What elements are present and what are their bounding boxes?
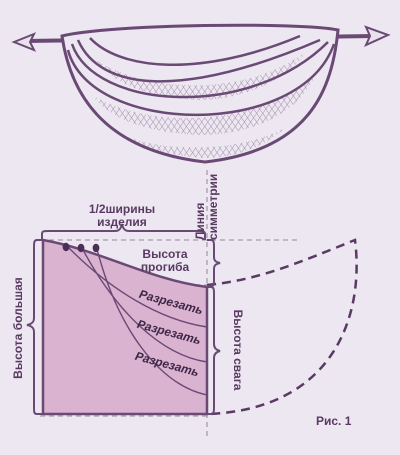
figure-label: Рис. 1 <box>316 414 352 428</box>
pleat-marker-1 <box>62 242 70 252</box>
cut-line-1 <box>66 245 208 328</box>
swag-illustration <box>11 23 391 164</box>
swag-hatch-band-6 <box>130 128 285 158</box>
swag-fold-4 <box>89 34 301 66</box>
large-height-brace <box>26 239 43 415</box>
swag-hatch-band-4 <box>92 70 318 135</box>
symmetry-label-line1: Линия <box>193 203 207 240</box>
sag-height-label-line1: Высота <box>142 247 187 261</box>
swag-hatch-band-2 <box>96 52 305 100</box>
cut-line-3 <box>96 248 208 396</box>
symmetry-label-line2: симметрии <box>206 174 220 240</box>
pattern-drawing <box>26 170 358 438</box>
swag-fold-1 <box>76 38 321 83</box>
swag-height-brace <box>207 286 221 415</box>
mirrored-half-outline <box>206 238 358 416</box>
cut-line-2 <box>81 247 208 363</box>
half-width-label-line1: 1/2ширины <box>89 202 155 216</box>
symmetry-label: Линия симметрии <box>193 174 220 240</box>
half-width-brace <box>41 223 206 240</box>
large-height-label: Высота большая <box>11 277 25 379</box>
pleat-marker-2 <box>77 243 85 253</box>
pleat-marker-3 <box>92 243 100 253</box>
sag-height-label-line2: прогиба <box>141 260 190 274</box>
swag-height-label: Высота свага <box>231 310 245 391</box>
sag-height-brace <box>207 239 221 287</box>
rod-left-finial <box>11 32 37 52</box>
rod-right-finial <box>364 25 391 47</box>
half-width-label-line2: изделия <box>97 215 147 229</box>
